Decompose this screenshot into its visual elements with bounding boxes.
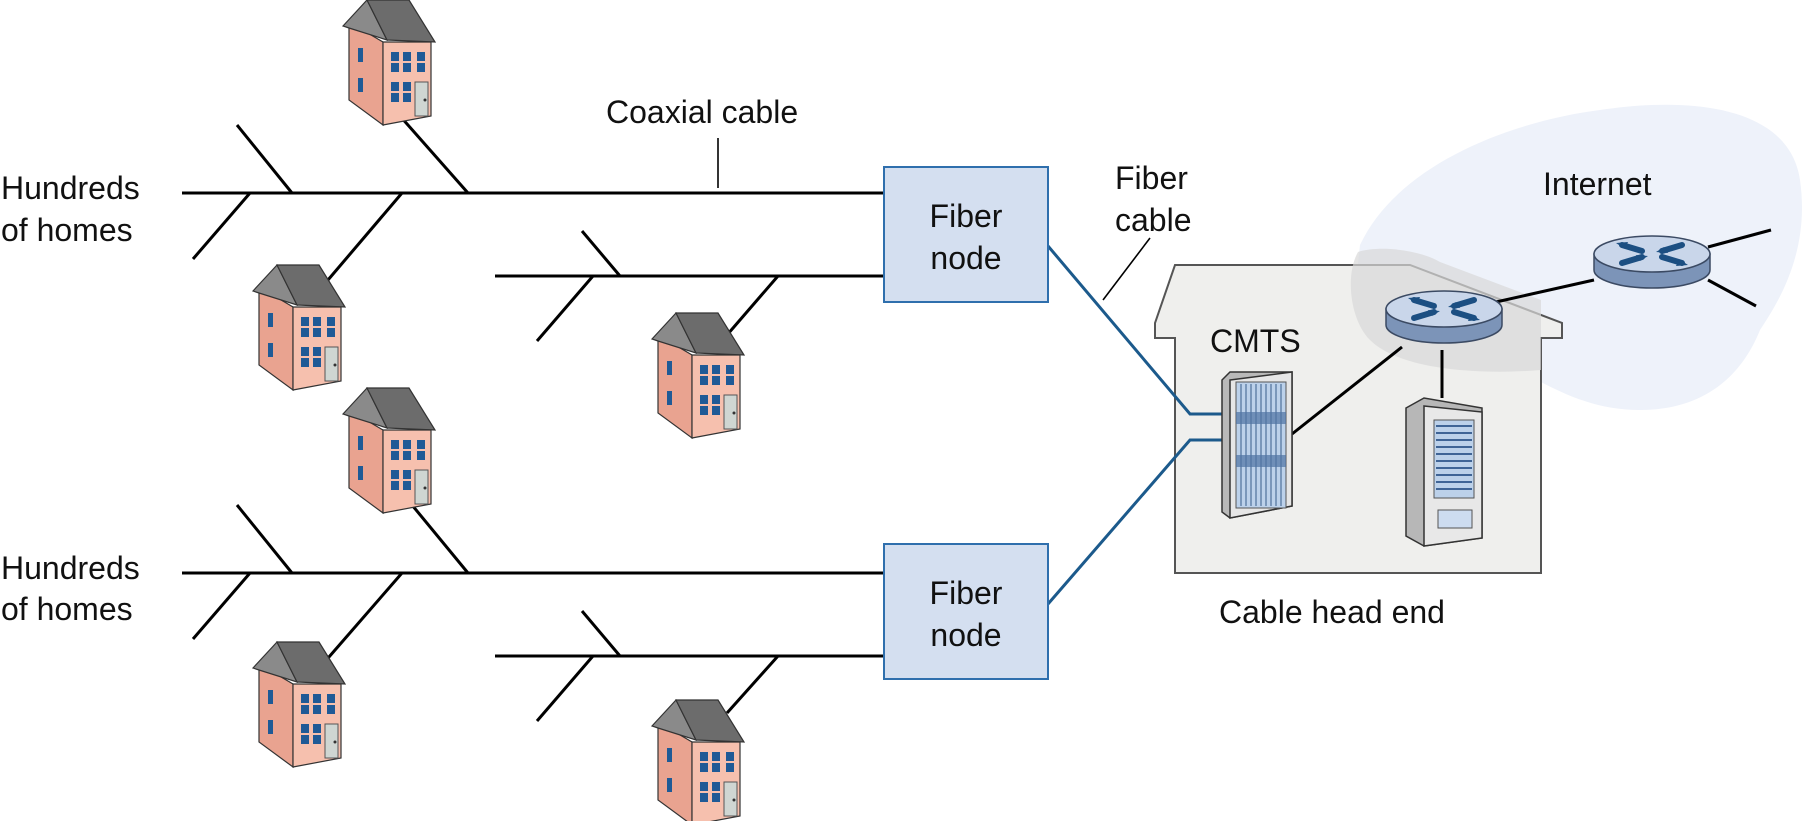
fiber-cable-label-line2: cable <box>1115 202 1192 238</box>
coax-branch <box>535 655 595 722</box>
cmts-router-link <box>1291 345 1403 436</box>
fiber-node-top-label-line2: node <box>930 240 1001 276</box>
coax-branch <box>235 504 294 574</box>
coax-branch <box>191 572 252 640</box>
coax-branch <box>725 654 780 715</box>
internet-link <box>1707 278 1757 308</box>
server-icon <box>1405 397 1483 547</box>
coax-branch <box>535 275 595 342</box>
house-icon <box>252 641 346 768</box>
coax-tree-bottom <box>182 504 885 722</box>
homes-label-top-line2: of homes <box>1 212 133 248</box>
coax-tree-top <box>182 115 885 342</box>
router-icon <box>1386 291 1502 343</box>
coax-branch <box>580 610 622 657</box>
fiber-node-top-label-line1: Fiber <box>930 198 1003 234</box>
coaxial-cable-label: Coaxial cable <box>606 94 798 130</box>
fiber-node-bottom-label-line1: Fiber <box>930 575 1003 611</box>
cmts-rack-icon <box>1221 371 1293 519</box>
fiber-cable-label-line1: Fiber <box>1115 160 1188 196</box>
coax-branch <box>725 275 780 336</box>
house-icon <box>342 387 436 514</box>
coax-branch <box>320 572 404 666</box>
fiber-cable-top <box>1046 245 1222 416</box>
fiber-leader-line <box>1102 237 1151 301</box>
internet-link <box>1707 228 1772 249</box>
homes-label-bottom-line2: of homes <box>1 591 133 627</box>
house-icon <box>651 312 745 439</box>
coax-branch <box>580 230 622 277</box>
coax-branch <box>191 192 252 260</box>
internet-label: Internet <box>1543 166 1652 202</box>
coax-branch <box>235 124 294 194</box>
router-icon <box>1594 236 1710 288</box>
head-end-label: Cable head end <box>1219 594 1445 630</box>
coax-branch <box>398 115 470 194</box>
fiber-node-top <box>883 166 1049 303</box>
coax-branch <box>320 192 404 288</box>
house-icon <box>342 0 436 126</box>
house-icon <box>651 699 745 826</box>
fiber-node-bottom-label-line2: node <box>930 617 1001 653</box>
house-icon <box>252 264 346 391</box>
homes-label-top-line1: Hundreds <box>1 170 140 206</box>
homes-label-bottom-line1: Hundreds <box>1 550 140 586</box>
fiber-cable-bottom <box>1046 438 1222 605</box>
router-router-link <box>1495 278 1595 304</box>
fiber-node-bottom <box>883 543 1049 680</box>
coax-branch <box>410 504 470 574</box>
cmts-label: CMTS <box>1210 323 1301 359</box>
